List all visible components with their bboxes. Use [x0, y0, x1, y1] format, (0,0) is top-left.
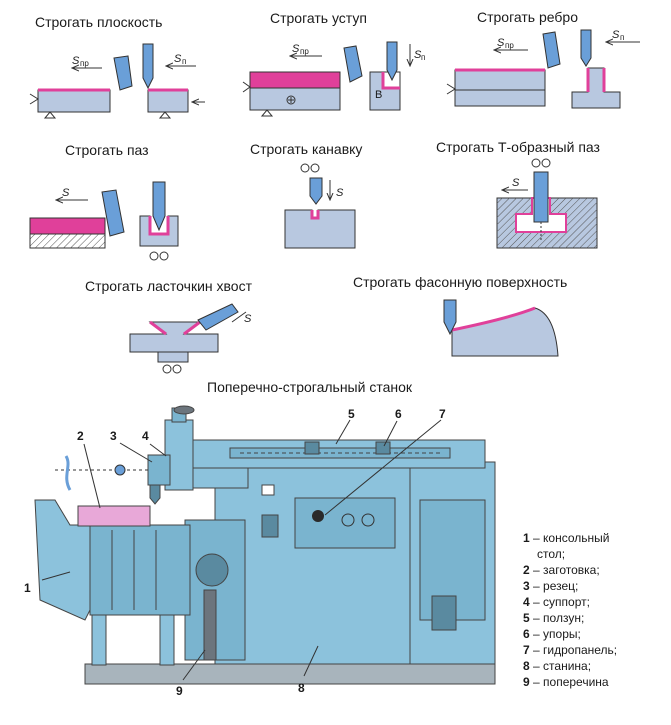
svg-text:S: S — [174, 53, 182, 65]
svg-text:S: S — [336, 187, 344, 199]
title-shaped: Строгать фасонную поверхность — [353, 274, 567, 290]
legend-row-1b: стол; — [537, 547, 566, 561]
op-step-diagram: S пр В S п — [242, 41, 425, 117]
legend-row-9: 9 – поперечина — [523, 675, 609, 689]
svg-text:S: S — [612, 29, 620, 41]
callout-1: 1 — [24, 581, 31, 595]
title-plane: Строгать плоскость — [35, 14, 162, 30]
legend-row-5: 5 – ползун; — [523, 611, 585, 625]
legend-row-8: 8 – станина; — [523, 659, 592, 673]
op-plane-diagram: S пр S п — [29, 43, 205, 119]
svg-text:S: S — [62, 187, 70, 199]
legend: 1 – консольный стол; 2 – заготовка; 3 – … — [523, 530, 668, 690]
op-slot-diagram: S — [29, 181, 179, 261]
svg-text:пр: пр — [505, 41, 514, 50]
callout-4: 4 — [142, 429, 149, 443]
op-groove-diagram: S — [284, 163, 356, 249]
callout-6: 6 — [395, 407, 402, 421]
callout-3: 3 — [110, 429, 117, 443]
op-shaped-diagram — [443, 299, 559, 357]
callout-5: 5 — [348, 407, 355, 421]
svg-text:п: п — [182, 57, 186, 66]
op-dovetail-diagram: S — [129, 303, 252, 374]
legend-row-2: 2 – заготовка; — [523, 563, 600, 577]
callout-8: 8 — [298, 681, 305, 695]
callout-2: 2 — [77, 429, 84, 443]
title-groove: Строгать канавку — [250, 141, 362, 157]
title-step: Строгать уступ — [270, 10, 367, 26]
title-slot: Строгать паз — [65, 142, 149, 158]
svg-text:S: S — [292, 43, 300, 55]
callout-7: 7 — [439, 407, 446, 421]
callout-leaders — [41, 419, 442, 681]
svg-text:S: S — [497, 37, 505, 49]
svg-text:пр: пр — [300, 47, 309, 56]
mark-b: В — [375, 89, 382, 101]
op-tslot-diagram: S — [496, 158, 598, 249]
title-rib: Строгать ребро — [477, 9, 578, 25]
svg-text:S: S — [414, 49, 422, 61]
callout-9: 9 — [176, 684, 183, 698]
svg-text:п: п — [421, 53, 425, 62]
legend-row-1: 1 – консольный — [523, 531, 610, 545]
op-rib-diagram: S пр S п — [446, 29, 640, 109]
legend-row-3: 3 – резец; — [523, 579, 579, 593]
svg-text:пр: пр — [80, 59, 89, 68]
legend-row-4: 4 – суппорт; — [523, 595, 590, 609]
legend-row-6: 6 – упоры; — [523, 627, 581, 641]
feed-label: S — [72, 55, 80, 67]
legend-row-7: 7 – гидропанель; — [523, 643, 618, 657]
shaper-machine — [34, 405, 496, 685]
title-dovetail: Строгать ласточкин хвост — [85, 278, 253, 294]
svg-text:S: S — [244, 313, 252, 325]
svg-text:S: S — [512, 177, 520, 189]
title-t-slot: Строгать Т-образный паз — [436, 139, 600, 155]
machine-title: Поперечно-строгальный станок — [207, 379, 413, 395]
svg-text:п: п — [620, 33, 624, 42]
